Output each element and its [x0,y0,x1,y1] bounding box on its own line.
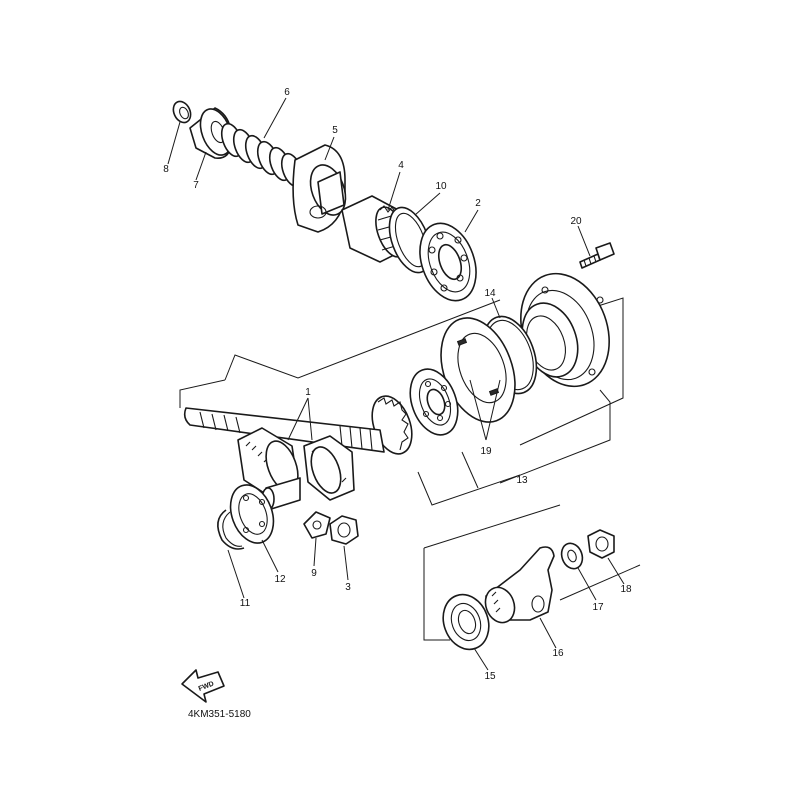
callout-12: 12 [274,574,286,585]
group-outline-shaft-assembly [179,299,501,408]
group-outline-housing-13 [417,297,624,506]
part-12-bearing [229,484,275,544]
callout-labels: 1 2 3 4 5 6 7 8 9 10 11 12 13 14 15 16 1… [163,87,632,682]
callout-1: 1 [305,387,311,398]
group-outline-yoke-assembly [423,504,641,641]
diagram-code: 4KM351-5180 [188,709,251,720]
callout-17: 17 [592,602,604,613]
callout-8: 8 [163,164,169,175]
part-11-circlip [217,509,245,550]
part-1-main-shaft-with-gears [183,407,385,511]
callout-10: 10 [435,181,447,192]
callout-19: 19 [480,446,492,457]
part-5-cam-follower [292,144,347,233]
callout-2: 2 [475,198,481,209]
callout-15: 15 [484,671,496,682]
callout-6: 6 [284,87,290,98]
callout-20: 20 [570,216,582,227]
part-2-ball-bearing [419,222,477,302]
callout-4: 4 [398,160,404,171]
callout-14: 14 [484,288,496,299]
part-18-nut [587,529,615,559]
leader-lines [167,97,625,671]
shaft-bearing [409,368,459,436]
callout-5: 5 [332,125,338,136]
part-6-compression-spring [220,122,304,188]
part-16-yoke [484,546,555,624]
callout-13: 13 [516,475,528,486]
callout-11: 11 [240,598,251,609]
callout-16: 16 [552,648,564,659]
part-3-nut [329,515,359,545]
callout-7: 7 [193,180,199,191]
callout-9: 9 [311,568,317,579]
part-17-washer [560,542,584,570]
part-13-bearing-housing [520,272,610,388]
part-8-circlip [172,100,192,124]
callout-18: 18 [620,584,632,595]
part-15-oil-seal [442,593,490,651]
part-20-bolt [579,242,615,269]
forward-arrow-icon: FWD [181,669,225,703]
callout-3: 3 [345,582,351,593]
part-9-lock-washer [303,511,331,539]
